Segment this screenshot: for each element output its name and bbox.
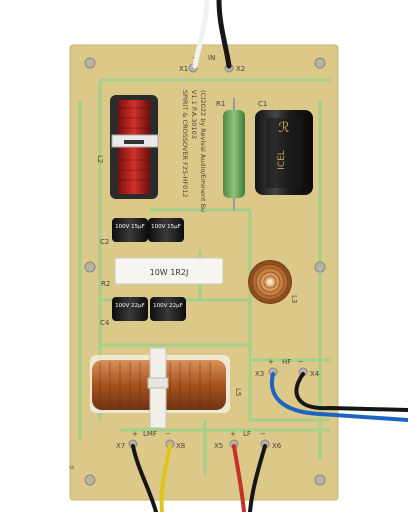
label-r1: R1 <box>216 100 225 108</box>
label-c4: C4 <box>100 319 110 327</box>
label-x3: X3 <box>255 370 264 378</box>
label-c2: C2 <box>100 238 109 246</box>
corner-copyright-mark: © <box>69 464 76 470</box>
label-x4: X4 <box>310 370 320 378</box>
label-c1: C1 <box>258 100 267 108</box>
inductor-l3 <box>248 260 292 304</box>
label-lf-plus: + <box>230 430 236 438</box>
wire-in-black <box>216 0 232 69</box>
inductor-l1 <box>110 95 159 199</box>
c2-cap-b: 100V 15μF <box>151 224 181 230</box>
wire-hf-black <box>294 372 408 412</box>
wire-hf-blue <box>270 372 408 422</box>
label-lmf: LMF <box>143 430 157 438</box>
inductor-l5 <box>90 347 230 429</box>
label-x5: X5 <box>214 442 223 450</box>
board-title-block: SPIRIT & CROSSOVER F25-HF012 V1.1 P.A.30… <box>181 90 207 212</box>
wire-lmf-black <box>131 444 158 512</box>
label-x8: X8 <box>176 442 185 450</box>
label-x2: X2 <box>236 65 245 73</box>
label-in: IN <box>208 54 215 62</box>
c4-cap-a: 100V 22μF <box>115 303 145 309</box>
title-line-2: V1.1 P.A.30103 <box>190 90 198 139</box>
label-l1: L2 <box>96 155 104 163</box>
label-x7: X7 <box>116 442 125 450</box>
label-l3: L3 <box>290 295 298 303</box>
title-line-3: (C)2022 by Revival Audio/Eminent Bu <box>199 90 207 212</box>
wires <box>131 0 408 512</box>
svg-text:ℛ: ℛ <box>278 121 289 136</box>
capacitor-c4: 100V 22μF 100V 22μF <box>112 297 186 321</box>
mounting-holes <box>84 57 326 486</box>
label-lmf-plus: + <box>132 430 138 438</box>
label-lmf-minus: − <box>165 430 171 438</box>
c4-cap-b: 100V 22μF <box>153 303 183 309</box>
label-x6: X6 <box>272 442 282 450</box>
label-x1: X1 <box>179 65 188 73</box>
label-hf-plus: + <box>268 358 274 366</box>
c2-cap-a: 100V 15μF <box>115 224 145 230</box>
wire-lf-black <box>248 444 267 512</box>
resistor-r2: 10W 1R2J <box>114 257 224 285</box>
r2-value-print: 10W 1R2J <box>150 268 189 277</box>
capacitor-c1: ICEL ℛ <box>255 110 313 195</box>
label-lf-minus: − <box>260 430 266 438</box>
wire-lf-red <box>232 444 246 512</box>
label-l5: L5 <box>234 388 242 396</box>
resistor-r1 <box>223 98 245 210</box>
wire-lmf-yellow <box>159 444 172 512</box>
wire-in-white <box>192 0 210 69</box>
label-lf: LF <box>243 430 251 438</box>
label-hf: HF <box>282 358 291 366</box>
title-line-1: SPIRIT & CROSSOVER F25-HF012 <box>181 90 189 198</box>
capacitor-c2: 100V 15μF 100V 15μF <box>112 218 184 242</box>
label-r2: R2 <box>101 280 110 288</box>
label-hf-minus: − <box>298 358 304 366</box>
c1-brand-print: ICEL <box>277 150 287 170</box>
